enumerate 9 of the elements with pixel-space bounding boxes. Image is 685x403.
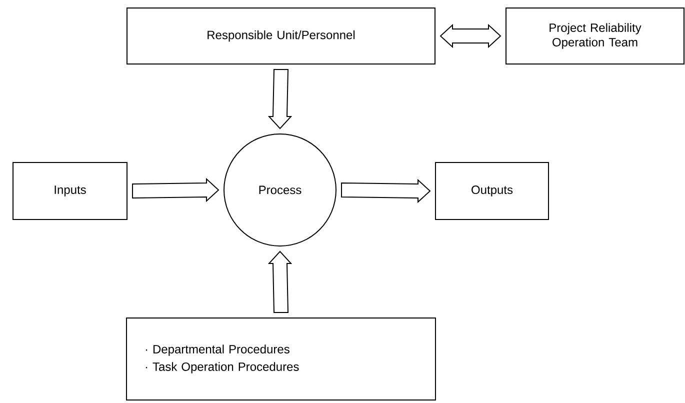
text-box: Inputs (12, 162, 128, 220)
text-box: Responsible Unit/Personnel (126, 8, 436, 64)
text-box: Outputs (435, 162, 549, 220)
block-arrow (341, 178, 431, 204)
block-arrow (268, 250, 292, 313)
block-arrow (132, 178, 220, 202)
block-arrow (268, 69, 292, 130)
procedure-list-box: · Departmental Procedures · Task Operation Procedures (126, 317, 436, 400)
text-box: Project Reliability Operation Team (506, 8, 684, 64)
